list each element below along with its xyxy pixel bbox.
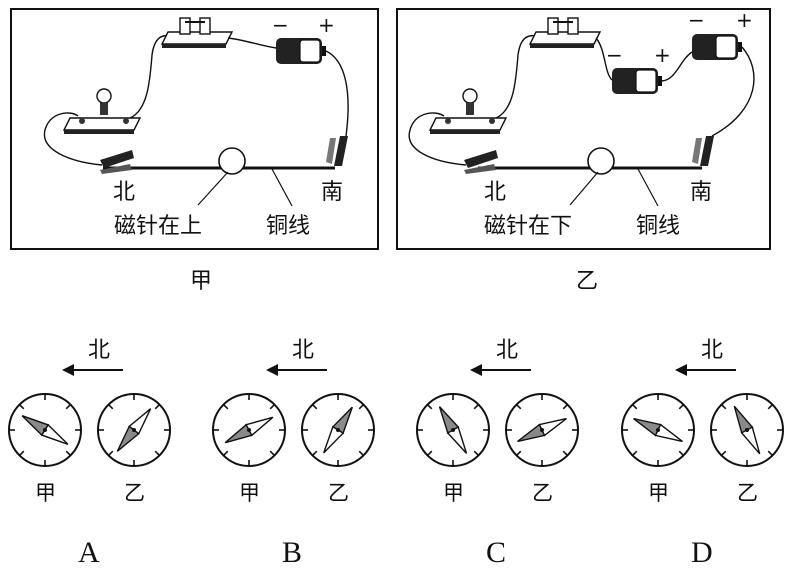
answer-options: 北甲 乙 A 北甲 乙 B 北甲 乙 C 北甲 乙 D xyxy=(8,338,784,569)
north-direction-label: 北 xyxy=(88,338,110,363)
compass-label-jia: 甲 xyxy=(443,481,464,505)
compass-icon xyxy=(212,393,286,467)
switch-icon xyxy=(528,17,602,48)
arrow-left-icon xyxy=(470,364,531,376)
north-direction-label: 北 xyxy=(701,338,723,363)
compass-label-jia: 甲 xyxy=(648,481,669,505)
clip-icon xyxy=(100,150,134,174)
compass-label-yi: 乙 xyxy=(124,481,145,505)
panel-caption-yi: 乙 xyxy=(576,269,598,294)
compass-icon xyxy=(416,393,490,467)
wire-label: 铜线 xyxy=(266,214,310,239)
battery-icon xyxy=(692,34,742,60)
compass-icon xyxy=(8,393,82,467)
panel-caption-jia: 甲 xyxy=(190,269,212,294)
option-c[interactable]: 北甲 乙 C xyxy=(416,338,579,569)
north-direction-label: 北 xyxy=(496,338,518,363)
needle-position-label: 磁针在上 xyxy=(114,214,202,239)
compass-icon xyxy=(710,393,784,467)
clip-icon xyxy=(326,136,348,166)
option-b[interactable]: 北甲 乙 B xyxy=(212,338,375,569)
north-label: 北 xyxy=(113,180,135,205)
compass-label-yi: 乙 xyxy=(328,481,349,505)
option-letter: A xyxy=(78,536,100,569)
wire-label: 铜线 xyxy=(636,214,680,239)
option-d[interactable]: 北甲 乙 D xyxy=(621,338,784,569)
bulb-icon xyxy=(428,88,508,134)
arrow-left-icon xyxy=(266,364,327,376)
option-a[interactable]: 北甲 乙 A xyxy=(8,338,171,569)
compass-label-yi: 乙 xyxy=(737,481,758,505)
option-letter: B xyxy=(282,536,302,569)
option-letter: C xyxy=(486,536,506,569)
bulb-icon xyxy=(62,88,142,134)
compass-icon xyxy=(301,393,375,467)
compass-icon xyxy=(97,393,171,467)
battery2-plus: + xyxy=(736,8,753,32)
option-letter: D xyxy=(691,536,713,569)
battery-plus: + xyxy=(318,13,335,37)
panel-yi: − + − + 北 南 磁针在下 铜线 xyxy=(396,8,771,250)
compass-label-yi: 乙 xyxy=(532,481,553,505)
compass-icon xyxy=(621,393,695,467)
clip-icon xyxy=(692,136,714,166)
clip-icon xyxy=(464,150,498,174)
north-direction-label: 北 xyxy=(292,338,314,363)
battery1-plus: + xyxy=(654,43,671,67)
compass-icon xyxy=(505,393,579,467)
compass-label-jia: 甲 xyxy=(35,481,56,505)
arrow-left-icon xyxy=(675,364,736,376)
switch-icon xyxy=(160,17,234,48)
south-label: 南 xyxy=(321,180,343,205)
north-label: 北 xyxy=(484,180,506,205)
battery-minus: − xyxy=(272,13,289,37)
panel-jia: − + 北 南 磁针在上 铜线 xyxy=(10,8,379,250)
arrow-left-icon xyxy=(62,364,123,376)
battery1-minus: − xyxy=(606,43,623,67)
compass-label-jia: 甲 xyxy=(239,481,260,505)
compass-icon xyxy=(587,147,615,175)
south-label: 南 xyxy=(690,180,712,205)
compass-icon xyxy=(218,147,246,175)
needle-position-label: 磁针在下 xyxy=(484,214,572,239)
battery-icon xyxy=(612,68,662,94)
battery2-minus: − xyxy=(688,8,705,32)
battery-icon xyxy=(276,38,326,64)
